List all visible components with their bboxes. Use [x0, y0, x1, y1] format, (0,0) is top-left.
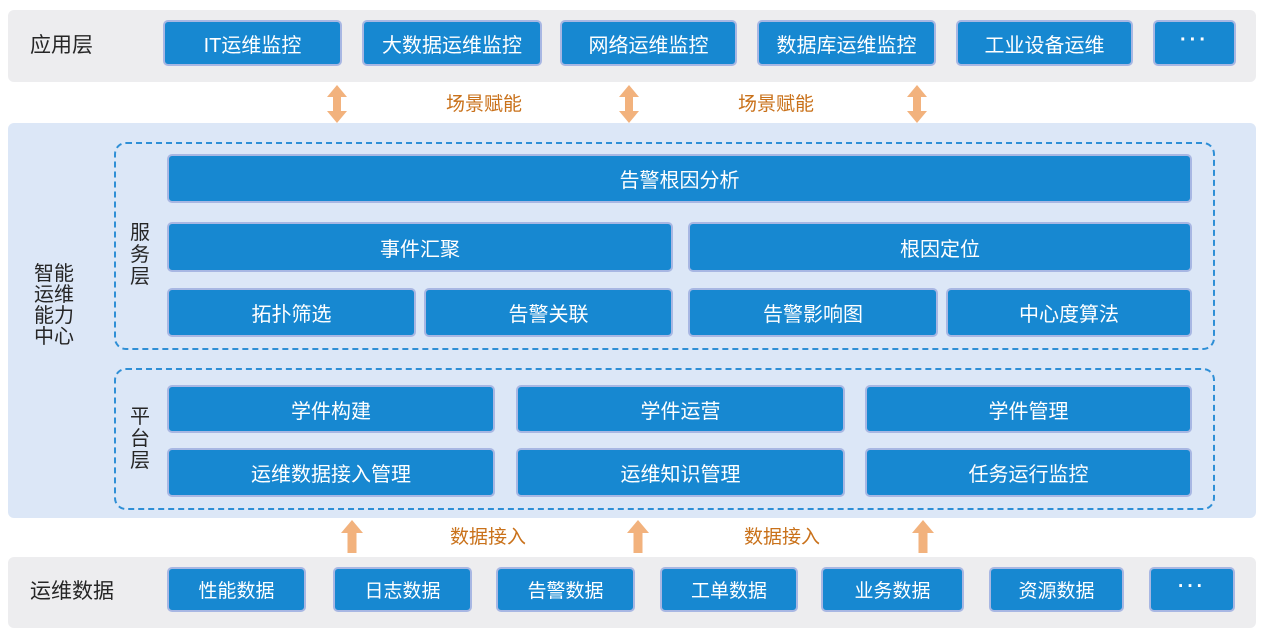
data-box-resource: 资源数据 [989, 567, 1124, 612]
scene-enable-label: 场景赋能 [738, 94, 815, 115]
data-box-log: 日志数据 [333, 567, 472, 612]
platform-layer-label: 平台层 [130, 406, 150, 472]
double-arrow-icon [907, 85, 927, 123]
data-box-business: 业务数据 [821, 567, 964, 612]
app-box-bigdata-monitoring: 大数据运维监控 [362, 20, 542, 66]
platform-box-learnware-build: 学件构建 [167, 385, 495, 433]
service-box-root-cause-analysis: 告警根因分析 [167, 154, 1192, 203]
data-access-label: 数据接入 [744, 527, 821, 548]
up-arrow-icon [627, 520, 649, 553]
platform-box-learnware-management: 学件管理 [865, 385, 1192, 433]
platform-box-data-access-management: 运维数据接入管理 [167, 448, 495, 497]
app-box-database-monitoring: 数据库运维监控 [757, 20, 936, 66]
data-box-performance: 性能数据 [167, 567, 306, 612]
application-layer-label: 应用层 [30, 34, 93, 57]
service-layer-container [114, 142, 1215, 350]
platform-box-learnware-operation: 学件运营 [516, 385, 845, 433]
service-box-centrality-algorithm: 中心度算法 [946, 288, 1192, 337]
up-arrow-icon [912, 520, 934, 553]
up-arrow-icon [341, 520, 363, 553]
double-arrow-icon [327, 85, 347, 123]
app-box-it-monitoring: IT运维监控 [163, 20, 342, 66]
data-access-label: 数据接入 [450, 527, 527, 548]
platform-layer-container [114, 368, 1215, 510]
app-box-more: ··· [1153, 20, 1236, 66]
service-layer-label: 服务层 [130, 222, 150, 288]
service-box-alarm-impact-graph: 告警影响图 [688, 288, 938, 337]
scene-enable-label: 场景赋能 [446, 94, 523, 115]
service-box-topology-filter: 拓扑筛选 [167, 288, 416, 337]
data-box-more: ··· [1149, 567, 1235, 612]
service-box-alarm-correlation: 告警关联 [424, 288, 673, 337]
double-arrow-icon [619, 85, 639, 123]
service-box-event-aggregation: 事件汇聚 [167, 222, 673, 272]
data-box-ticket: 工单数据 [660, 567, 798, 612]
capability-center-label: 智能运维能力中心 [34, 263, 74, 348]
data-layer-label: 运维数据 [30, 580, 114, 603]
platform-box-knowledge-management: 运维知识管理 [516, 448, 845, 497]
app-box-industrial-ops: 工业设备运维 [956, 20, 1133, 66]
data-box-alarm: 告警数据 [496, 567, 635, 612]
service-box-root-cause-location: 根因定位 [688, 222, 1192, 272]
platform-box-task-monitoring: 任务运行监控 [865, 448, 1192, 497]
app-box-network-monitoring: 网络运维监控 [560, 20, 737, 66]
